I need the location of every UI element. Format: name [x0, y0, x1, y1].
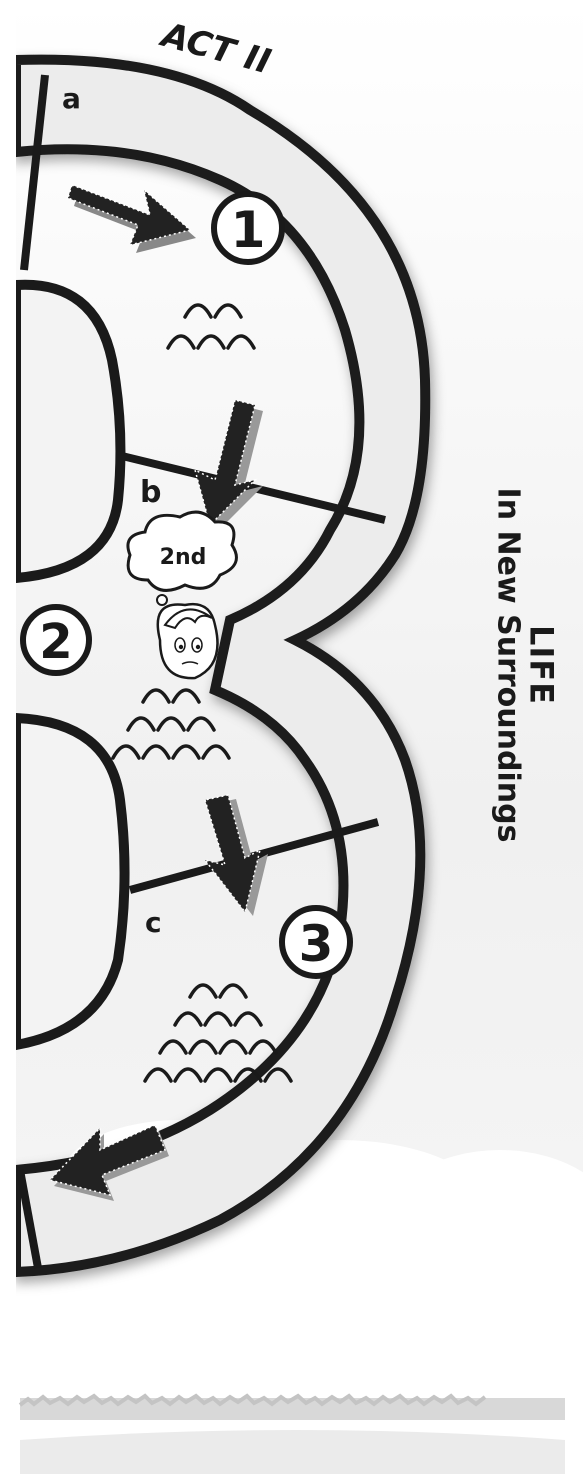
- step-1-number: 1: [231, 201, 266, 259]
- section-label-c: c: [145, 906, 162, 939]
- section-label-b: b: [140, 475, 161, 510]
- grass-strip: [20, 1396, 565, 1474]
- thought-bubble-text: 2nd: [160, 545, 207, 570]
- step-2-badge: 2: [23, 607, 89, 673]
- side-title-subtitle: In New Surroundings: [492, 445, 524, 885]
- side-title: LIFE In New Surroundings: [470, 445, 580, 885]
- step-2-number: 2: [39, 614, 72, 670]
- section-label-a: a: [62, 82, 81, 115]
- side-title-main: LIFE: [524, 445, 558, 885]
- step-3-number: 3: [299, 915, 334, 973]
- step-1-badge: 1: [214, 194, 282, 262]
- step-3-badge: 3: [282, 908, 350, 976]
- worried-face-icon: [158, 604, 218, 678]
